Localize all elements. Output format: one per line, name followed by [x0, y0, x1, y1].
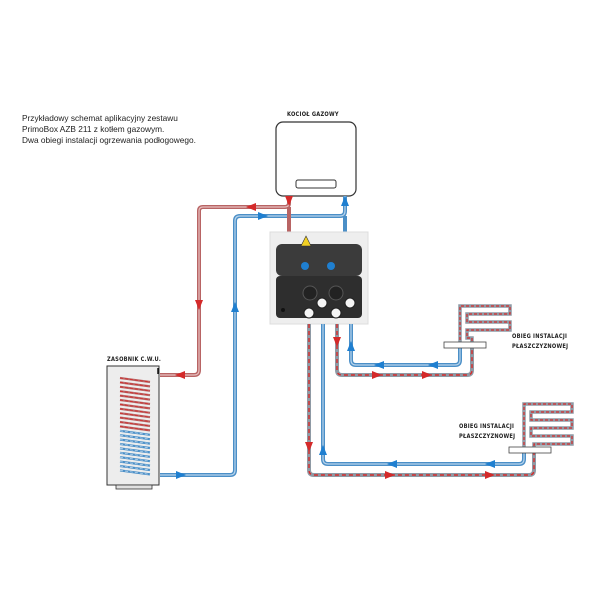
dhw-tank — [106, 365, 160, 490]
coil-turn-stripe — [119, 439, 151, 444]
coil-turn-stripe — [119, 377, 151, 383]
coil-turn-stripe — [119, 465, 151, 471]
circuit-1-label: OBIEG INSTALACJI PŁASZCZYZNOWEJ — [512, 331, 568, 351]
arrow-icon — [258, 212, 268, 220]
coil-turn-stripe — [119, 382, 151, 387]
coil-turn-stripe — [119, 417, 151, 422]
circuit-1-label-line: PŁASZCZYZNOWEJ — [512, 342, 569, 350]
circuit-2-label-line: OBIEG INSTALACJI — [459, 422, 515, 430]
description-line: Przykładowy schemat aplikacyjny zestawu — [22, 113, 178, 123]
primobox-module — [269, 231, 369, 325]
coil-turn-stripe — [119, 390, 151, 396]
description: Przykładowy schemat aplikacyjny zestawu … — [22, 113, 196, 146]
arrow-icon — [231, 302, 239, 312]
tank-label: ZASOBNIK C.W.U. — [107, 355, 162, 363]
arrow-icon — [387, 460, 397, 468]
arrow-icon — [428, 361, 438, 369]
description-line: PrimoBox AZB 211 z kotłem gazowym. — [22, 124, 165, 134]
coil-turn-stripe — [119, 443, 151, 449]
coil-turn-stripe — [119, 421, 151, 427]
arrow-icon — [341, 196, 349, 206]
arrow-icon — [374, 361, 384, 369]
circuit-1-label-line: OBIEG INSTALACJI — [512, 332, 568, 340]
coil-turn-stripe — [119, 386, 151, 392]
coil-turn-stripe — [119, 448, 151, 453]
arrow-icon — [195, 300, 203, 310]
coil-turn-stripe — [119, 470, 151, 475]
coil-turn-stripe — [119, 399, 151, 405]
circuit-2-return-pipe — [321, 324, 526, 466]
arrow-icon — [422, 371, 432, 379]
arrow-icon — [246, 203, 256, 211]
coil-turn-stripe — [119, 452, 151, 458]
coil-turn-stripe — [119, 426, 151, 431]
circuit-2-label: OBIEG INSTALACJI PŁASZCZYZNOWEJ — [459, 421, 515, 441]
boiler-label: KOCIOŁ GAZOWY — [287, 110, 339, 118]
tank-coil — [119, 376, 151, 476]
circuit-2-supply-pipe — [307, 324, 536, 477]
arrow-icon — [372, 371, 382, 379]
circuit-2-label-line: PŁASZCZYZNOWEJ — [459, 432, 516, 440]
arrow-icon — [385, 471, 395, 479]
coil-turn-stripe — [119, 430, 151, 436]
dhw-supply-pipe — [160, 196, 291, 377]
description-line: Dwa obiegi instalacji ogrzewania podłogo… — [22, 135, 196, 145]
arrow-icon — [485, 471, 495, 479]
arrow-icon — [285, 196, 293, 206]
coil-turn-stripe — [119, 412, 151, 418]
arrow-icon — [333, 337, 341, 347]
gas-boiler — [275, 121, 357, 197]
coil-turn-stripe — [119, 395, 151, 400]
coil-turn-stripe — [119, 434, 151, 440]
underfloor-loop-2 — [508, 402, 574, 454]
coil-turn-stripe — [119, 404, 151, 409]
arrow-icon — [485, 460, 495, 468]
arrow-icon — [319, 445, 327, 455]
arrow-icon — [175, 371, 185, 379]
circuit-1-supply-pipe — [335, 324, 474, 377]
circuit-1-return-pipe — [349, 324, 462, 367]
dhw-return-pipe — [160, 196, 347, 477]
arrow-icon — [347, 341, 355, 351]
coil-turn-stripe — [119, 408, 151, 414]
coil-turn-stripe — [119, 456, 151, 462]
coil-turn-stripe — [119, 461, 151, 466]
underfloor-loop-1 — [443, 304, 512, 349]
arrow-icon — [305, 442, 313, 452]
arrow-icon — [176, 471, 186, 479]
